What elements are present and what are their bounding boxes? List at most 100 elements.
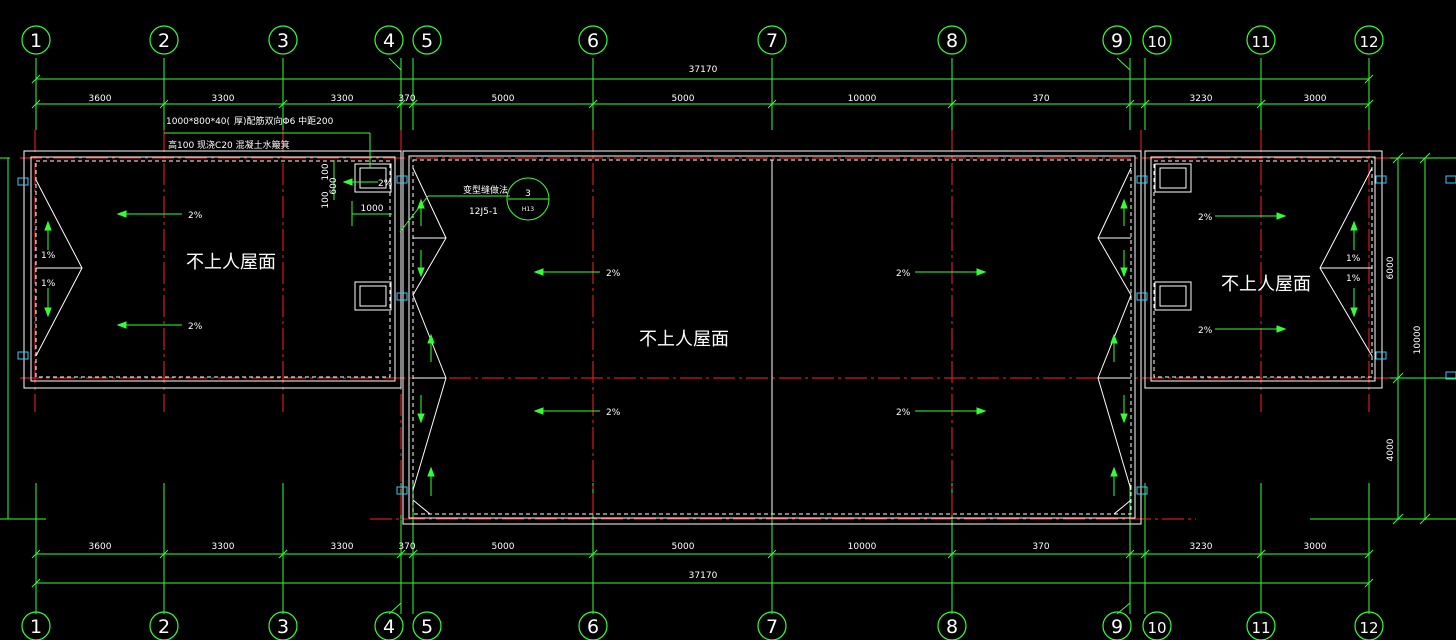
dimension-ticks bbox=[31, 74, 1374, 588]
note-line2: 高100 现浇C20 混凝土水簸箕 bbox=[168, 139, 290, 151]
axis-label: 8 bbox=[946, 616, 958, 638]
dim-tick bbox=[408, 99, 418, 109]
right-dimension-lines bbox=[0, 152, 1456, 525]
axis-bubble bbox=[1354, 25, 1384, 55]
dim-tick bbox=[1364, 99, 1374, 109]
slope-label: 2% bbox=[188, 211, 203, 221]
dim-tick bbox=[159, 549, 169, 559]
dim-tick bbox=[1364, 549, 1374, 559]
dim-span-label: 5000 bbox=[672, 94, 695, 104]
axis-bubble bbox=[1142, 25, 1172, 55]
dim-tick bbox=[1125, 549, 1135, 559]
building-outlines bbox=[23, 150, 1383, 525]
dim-100b: 100 bbox=[321, 191, 331, 208]
axis-label: 6 bbox=[587, 616, 599, 638]
dim-tick bbox=[1256, 549, 1266, 559]
axis-label: 11 bbox=[1251, 619, 1270, 637]
axis-bubble bbox=[412, 25, 442, 55]
detail-number: 3 bbox=[525, 189, 531, 199]
dim-600: 600 bbox=[329, 177, 339, 194]
dim-span-label: 370 bbox=[398, 94, 415, 104]
dim-tick bbox=[588, 99, 598, 109]
slope-label: 1% bbox=[41, 251, 56, 261]
roof-label-right: 不上人屋面 bbox=[1221, 274, 1311, 295]
axis-bubble bbox=[1102, 25, 1132, 55]
axis-bubble bbox=[1246, 25, 1276, 55]
red-axis-lines bbox=[20, 130, 1390, 520]
axis-bubble bbox=[1102, 611, 1132, 640]
axis-label: 5 bbox=[421, 30, 433, 52]
axis-label: 4 bbox=[383, 616, 395, 638]
detail-sheet: H13 bbox=[522, 206, 534, 213]
dim-1000: 1000 bbox=[361, 204, 384, 214]
roof-drains bbox=[354, 163, 1192, 311]
axis-bubble bbox=[374, 25, 404, 55]
axis-bubble bbox=[757, 611, 787, 640]
axis-label: 4 bbox=[383, 30, 395, 52]
dim-tick bbox=[767, 549, 777, 559]
dim-span-label: 3230 bbox=[1190, 94, 1213, 104]
dim-span-label: 370 bbox=[1032, 542, 1049, 552]
axis-label: 8 bbox=[946, 30, 958, 52]
dim-tick bbox=[159, 99, 169, 109]
dim-tick bbox=[1125, 99, 1135, 109]
dim-tick bbox=[408, 549, 418, 559]
slope-label: 2% bbox=[188, 322, 203, 332]
slope-label: 2% bbox=[378, 179, 393, 189]
dim-tick bbox=[947, 99, 957, 109]
slope-label: 2% bbox=[606, 269, 621, 279]
dim-span-label: 10000 bbox=[848, 542, 877, 552]
dim-right-lower: 4000 bbox=[1386, 438, 1396, 461]
roof-label-center: 不上人屋面 bbox=[639, 329, 729, 350]
slope-label: 2% bbox=[606, 408, 621, 418]
dim-tick bbox=[588, 549, 598, 559]
slope-label: 1% bbox=[1346, 254, 1361, 264]
axis-label: 10 bbox=[1147, 619, 1166, 637]
dim-span-label: 3300 bbox=[331, 542, 354, 552]
axis-bubble bbox=[937, 611, 967, 640]
dim-tick bbox=[947, 549, 957, 559]
axis-bubble bbox=[578, 611, 608, 640]
axis-label: 7 bbox=[766, 616, 778, 638]
dim-tick bbox=[1140, 99, 1150, 109]
axis-label: 5 bbox=[421, 616, 433, 638]
axis-bubble bbox=[21, 611, 51, 640]
dim-span-label: 3000 bbox=[1304, 542, 1327, 552]
axis-bubble bbox=[149, 25, 179, 55]
downpipe-markers bbox=[17, 175, 1456, 495]
axis-bubble bbox=[937, 25, 967, 55]
joint-note: 变型缝做法 bbox=[463, 184, 508, 196]
dim-top-total: 37170 bbox=[689, 65, 718, 75]
axis-label: 1 bbox=[30, 30, 42, 52]
dim-tick bbox=[278, 99, 288, 109]
slope-label: 2% bbox=[896, 408, 911, 418]
dim-tick bbox=[31, 578, 41, 588]
dim-tick bbox=[278, 549, 288, 559]
dim-tick bbox=[1140, 549, 1150, 559]
axis-label: 1 bbox=[30, 616, 42, 638]
axis-bubble bbox=[21, 25, 51, 55]
axis-bubble bbox=[374, 611, 404, 640]
dim-tick bbox=[1364, 74, 1374, 84]
slope-arrows bbox=[44, 178, 1358, 496]
dim-span-label: 3300 bbox=[331, 94, 354, 104]
dim-tick bbox=[767, 99, 777, 109]
dim-span-label: 3300 bbox=[212, 94, 235, 104]
slope-label: 2% bbox=[896, 269, 911, 279]
joint-ref: 12J5-1 bbox=[469, 207, 498, 217]
dim-span-label: 3000 bbox=[1304, 94, 1327, 104]
axis-bubble bbox=[412, 611, 442, 640]
dim-span-label: 3600 bbox=[89, 542, 112, 552]
axis-label: 2 bbox=[158, 30, 170, 52]
slope-label: 1% bbox=[41, 279, 56, 289]
dim-bottom-total: 37170 bbox=[689, 571, 718, 581]
gutter-triangles bbox=[35, 167, 1373, 515]
dim-tick bbox=[396, 99, 406, 109]
dim-span-label: 3300 bbox=[212, 542, 235, 552]
dim-span-label: 370 bbox=[398, 542, 415, 552]
